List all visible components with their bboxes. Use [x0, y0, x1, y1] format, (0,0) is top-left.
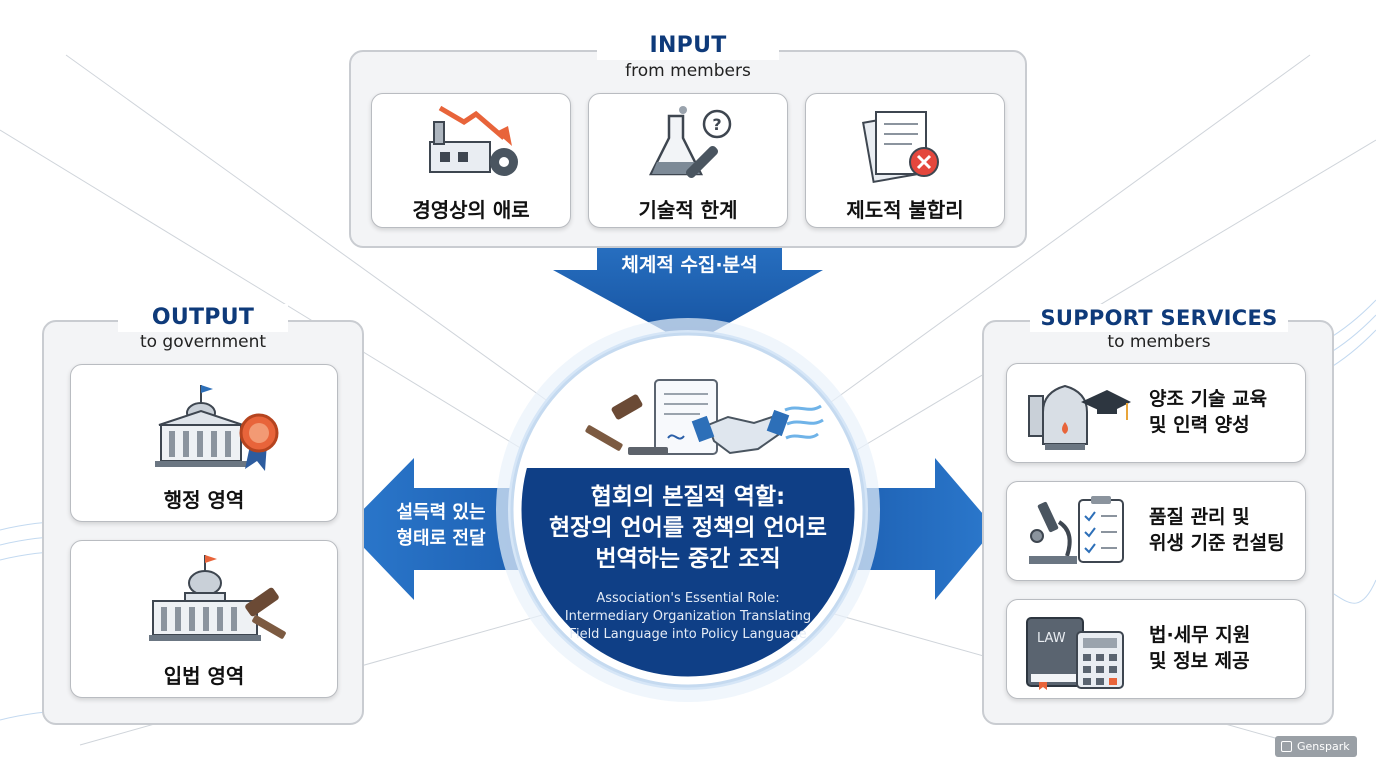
- input-card-technical: ? 기술적 한계: [588, 93, 788, 228]
- center-subtitle-line: Field Language into Policy Language: [569, 627, 807, 642]
- flask-wrench-icon: ?: [648, 106, 732, 179]
- collect-arrow-label: 체계적 수집·분석: [621, 254, 758, 276]
- output-subtitle: to government: [139, 332, 267, 352]
- law-book-text: LAW: [1037, 631, 1066, 646]
- input-card-label: 기술적 한계: [638, 198, 738, 222]
- input-card-institutional: 제도적 불합리: [805, 93, 1005, 228]
- support-card-line: 위생 기준 컨설팅: [1149, 532, 1285, 554]
- collect-arrow: [553, 228, 823, 345]
- center-title-line: 현장의 언어를 정책의 언어로: [549, 515, 827, 541]
- center-subtitle: Association's Essential Role: Intermedia…: [540, 590, 836, 644]
- factory-decline-icon: [429, 105, 518, 176]
- support-card-line: 및 정보 제공: [1149, 650, 1250, 672]
- input-card-label: 제도적 불합리: [846, 198, 964, 222]
- deliver-arrow-line2: 형태로 전달: [396, 528, 486, 549]
- center-title-line: 번역하는 중간 조직: [595, 546, 781, 572]
- support-card-line: 법·세무 지원: [1149, 624, 1251, 646]
- input-card-management: 경영상의 애로: [371, 93, 571, 228]
- input-card-label: 경영상의 애로: [412, 198, 530, 222]
- input-title: INPUT: [597, 32, 779, 60]
- output-title: OUTPUT: [118, 304, 288, 332]
- support-card-label: 법·세무 지원 및 정보 제공: [1149, 622, 1250, 674]
- government-building-badge-icon: [155, 385, 279, 471]
- support-card-line: 품질 관리 및: [1149, 506, 1250, 528]
- support-title: SUPPORT SERVICES: [1030, 304, 1288, 332]
- support-card-line: 양조 기술 교육: [1149, 388, 1268, 410]
- output-card-label: 행정 영역: [163, 488, 245, 512]
- genspark-logo: Genspark: [1275, 736, 1357, 757]
- center-title-line: 협회의 본질적 역할:: [590, 484, 786, 510]
- center-subtitle-line: Association's Essential Role:: [596, 591, 780, 606]
- support-card-label: 양조 기술 교육 및 인력 양성: [1149, 386, 1267, 438]
- output-card-label: 입법 영역: [163, 664, 245, 688]
- document-error-icon: [862, 111, 939, 184]
- support-card-quality-consulting: 품질 관리 및 위생 기준 컨설팅: [1006, 481, 1306, 581]
- gavel-document-handshake-icon: [585, 379, 824, 455]
- genspark-logo-text: Genspark: [1297, 740, 1350, 753]
- center-subtitle-line: Intermediary Organization Translating: [564, 609, 812, 624]
- brewing-tank-graduation-icon: [1028, 384, 1131, 450]
- center-circle: [496, 318, 880, 702]
- deliver-arrow-line1: 설득력 있는: [396, 502, 486, 523]
- deliver-arrow-label: 설득력 있는 형태로 전달: [386, 500, 496, 552]
- input-subtitle: from members: [625, 61, 751, 81]
- deliver-arrow: [345, 458, 540, 600]
- center-title: 협회의 본질적 역할: 현장의 언어를 정책의 언어로 번역하는 중간 조직: [520, 482, 856, 575]
- law-book-calculator-icon: LAW: [1026, 617, 1124, 690]
- svg-text:?: ?: [712, 115, 721, 134]
- microscope-checklist-icon: [1029, 496, 1124, 564]
- support-card-label: 품질 관리 및 위생 기준 컨설팅: [1149, 504, 1285, 556]
- capitol-gavel-icon: [149, 555, 286, 641]
- output-card-administration: 행정 영역: [70, 364, 338, 522]
- output-card-legislation: 입법 영역: [70, 540, 338, 698]
- support-subtitle: to members: [1107, 332, 1211, 352]
- support-card-brewing-education: 양조 기술 교육 및 인력 양성: [1006, 363, 1306, 463]
- genspark-logo-icon: [1281, 741, 1292, 752]
- support-card-line: 및 인력 양성: [1149, 414, 1250, 436]
- support-card-legal-tax: LAW 법·세무 지원 및 정보 제공: [1006, 599, 1306, 699]
